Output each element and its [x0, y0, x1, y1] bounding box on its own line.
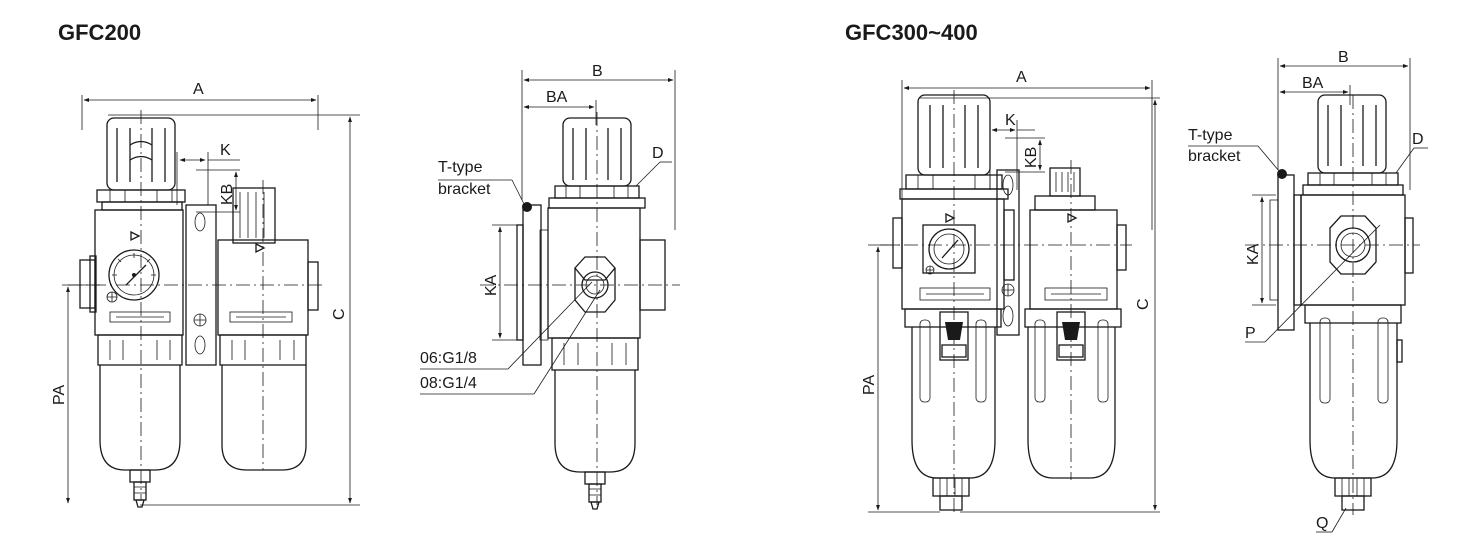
bracket-label-line1-left: T-type: [438, 159, 483, 176]
dim-label-a: A: [193, 81, 204, 98]
dim-label-ba-left: BA: [546, 89, 568, 106]
dim-label-pa: PA: [51, 385, 68, 405]
callout-d-left: D: [652, 145, 664, 162]
callout-q: Q: [1316, 515, 1328, 532]
gfc200-side-view: B BA KA: [420, 63, 680, 510]
port-label-06: 06:G1/8: [420, 350, 477, 367]
dim-label-c-right: C: [1135, 298, 1152, 310]
callout-p: P: [1245, 325, 1256, 342]
gfc300-front-view: A C PA K KB: [861, 69, 1160, 513]
gfc200-front-view: A C PA K KB: [51, 81, 360, 508]
dim-label-ba-right: BA: [1302, 75, 1324, 92]
title-gfc200: GFC200: [58, 20, 141, 45]
dim-label-k-right: K: [1005, 112, 1016, 129]
dim-label-pa-right: PA: [861, 375, 878, 395]
dim-label-b-right: B: [1338, 49, 1349, 66]
title-gfc300-400: GFC300~400: [845, 20, 978, 45]
bracket-label-line1-right: T-type: [1188, 127, 1233, 144]
callout-d-right: D: [1412, 131, 1424, 148]
dim-label-a-right: A: [1016, 69, 1027, 86]
dim-label-kb-right: KB: [1023, 147, 1040, 168]
dim-label-c: C: [331, 308, 348, 320]
dim-label-k: K: [220, 142, 231, 159]
port-label-08: 08:G1/4: [420, 375, 477, 392]
dim-label-ka-right: KA: [1245, 243, 1262, 265]
gfc300-side-view: B BA KA: [1188, 49, 1428, 533]
bracket-label-line2-left: bracket: [438, 181, 491, 198]
dim-label-kb: KB: [219, 184, 236, 205]
bracket-label-line2-right: bracket: [1188, 148, 1241, 165]
dim-label-b-left: B: [592, 63, 603, 80]
